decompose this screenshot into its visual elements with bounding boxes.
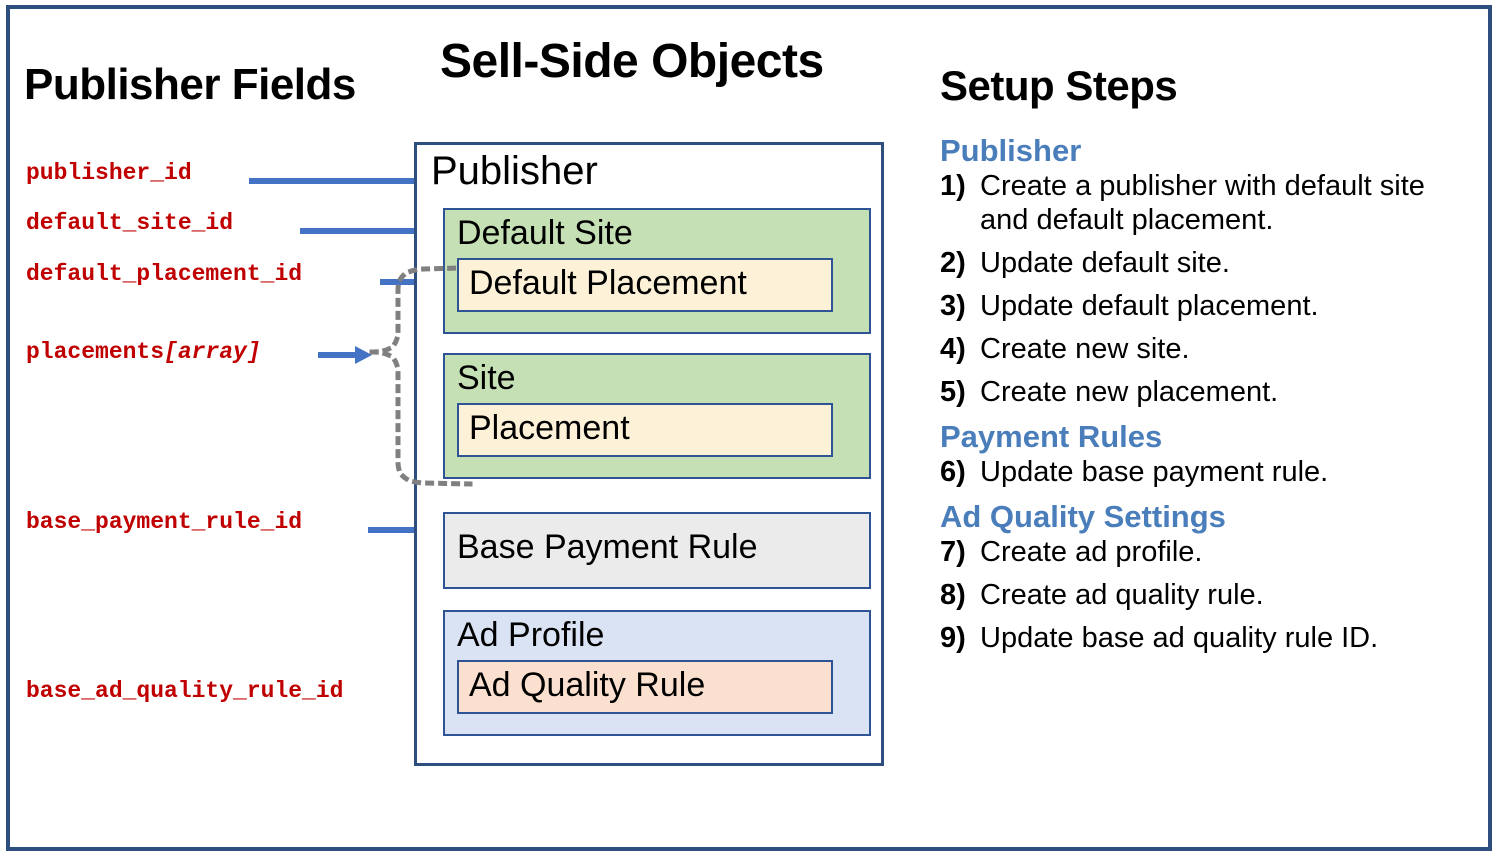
publisher-object-box: Publisher Default Site Default Placement…	[414, 142, 884, 766]
step-text: Update base ad quality rule ID.	[980, 622, 1379, 655]
step-text: Create new placement.	[980, 375, 1279, 408]
step-text: Create new site.	[980, 333, 1190, 366]
field-array-suffix: [array]	[164, 339, 261, 365]
step-number: 6)	[940, 456, 966, 489]
field-name-text: placements	[26, 339, 165, 365]
site-box: Site Placement	[443, 353, 871, 479]
step-text: Create ad profile.	[980, 536, 1203, 569]
setup-group-publisher: Publisher 1) Create a publisher with defa…	[940, 133, 1470, 410]
ad-quality-rule-box: Ad Quality Rule	[457, 660, 833, 714]
field-name-text: base_ad_quality_rule_id	[26, 678, 344, 704]
heading-publisher-fields: Publisher Fields	[24, 60, 356, 109]
setup-step: 2) Update default site.	[940, 247, 1470, 281]
setup-step: 6) Update base payment rule.	[940, 456, 1470, 490]
setup-step: 4) Create new site.	[940, 333, 1470, 367]
setup-step: 8) Create ad quality rule.	[940, 579, 1470, 613]
base-payment-rule-box: Base Payment Rule	[443, 512, 871, 589]
setup-group-title: Ad Quality Settings	[940, 499, 1226, 535]
field-label-default-placement-id: default_placement_id	[26, 261, 302, 287]
step-text: Create ad quality rule.	[980, 579, 1264, 612]
field-name-text: default_placement_id	[26, 261, 303, 287]
step-text: Create a publisher with default site and…	[980, 170, 1425, 237]
setup-step: 9) Update base ad quality rule ID.	[940, 622, 1470, 656]
step-number: 2)	[940, 247, 966, 280]
step-text: Update default placement.	[980, 290, 1319, 323]
step-number: 9)	[940, 622, 966, 655]
setup-group-title: Payment Rules	[940, 418, 1163, 454]
step-text: Update default site.	[980, 247, 1230, 280]
field-label-base-ad-quality-rule-id: base_ad_quality_rule_id	[26, 678, 343, 704]
setup-step: 7) Create ad profile.	[940, 536, 1470, 570]
field-name-text: default_site_id	[26, 210, 234, 236]
field-label-publisher-id: publisher_id	[26, 160, 192, 186]
field-label-default-site-id: default_site_id	[26, 210, 233, 236]
setup-group-title: Publisher	[940, 133, 1082, 168]
field-name-text: base_payment_rule_id	[26, 509, 303, 535]
step-number: 7)	[940, 536, 966, 569]
base-payment-rule-label: Base Payment Rule	[457, 528, 758, 566]
heading-setup-steps: Setup Steps	[940, 62, 1178, 109]
setup-group-payment-rules: Payment Rules 6) Update base payment rule…	[940, 419, 1470, 490]
publisher-object-label: Publisher	[431, 149, 598, 193]
step-text: Update base payment rule.	[980, 456, 1329, 489]
ad-profile-label: Ad Profile	[457, 616, 605, 654]
setup-steps-list: Publisher 1) Create a publisher with defa…	[940, 133, 1470, 665]
default-placement-label: Default Placement	[469, 264, 747, 302]
field-name-text: publisher_id	[26, 160, 192, 186]
ad-quality-rule-label: Ad Quality Rule	[469, 666, 706, 704]
setup-group-ad-quality-settings: Ad Quality Settings 7) Create ad profile.…	[940, 499, 1470, 656]
setup-step: 5) Create new placement.	[940, 376, 1470, 410]
ad-profile-box: Ad Profile Ad Quality Rule	[443, 610, 871, 736]
setup-step: 1) Create a publisher with default site a…	[940, 170, 1470, 238]
default-site-box: Default Site Default Placement	[443, 208, 871, 334]
field-label-base-payment-rule-id: base_payment_rule_id	[26, 509, 302, 535]
heading-sell-side-objects: Sell-Side Objects	[440, 35, 824, 88]
default-placement-box: Default Placement	[457, 258, 833, 312]
field-label-placements-array: placements[array]	[26, 339, 261, 365]
step-number: 5)	[940, 375, 966, 408]
setup-step: 3) Update default placement.	[940, 290, 1470, 324]
page-frame	[6, 5, 1492, 851]
placement-box: Placement	[457, 403, 833, 457]
step-number: 1)	[940, 170, 966, 203]
placement-label: Placement	[469, 409, 630, 447]
default-site-label: Default Site	[457, 214, 633, 252]
step-number: 8)	[940, 579, 966, 612]
site-label: Site	[457, 359, 516, 397]
step-number: 4)	[940, 333, 966, 366]
step-number: 3)	[940, 290, 966, 323]
